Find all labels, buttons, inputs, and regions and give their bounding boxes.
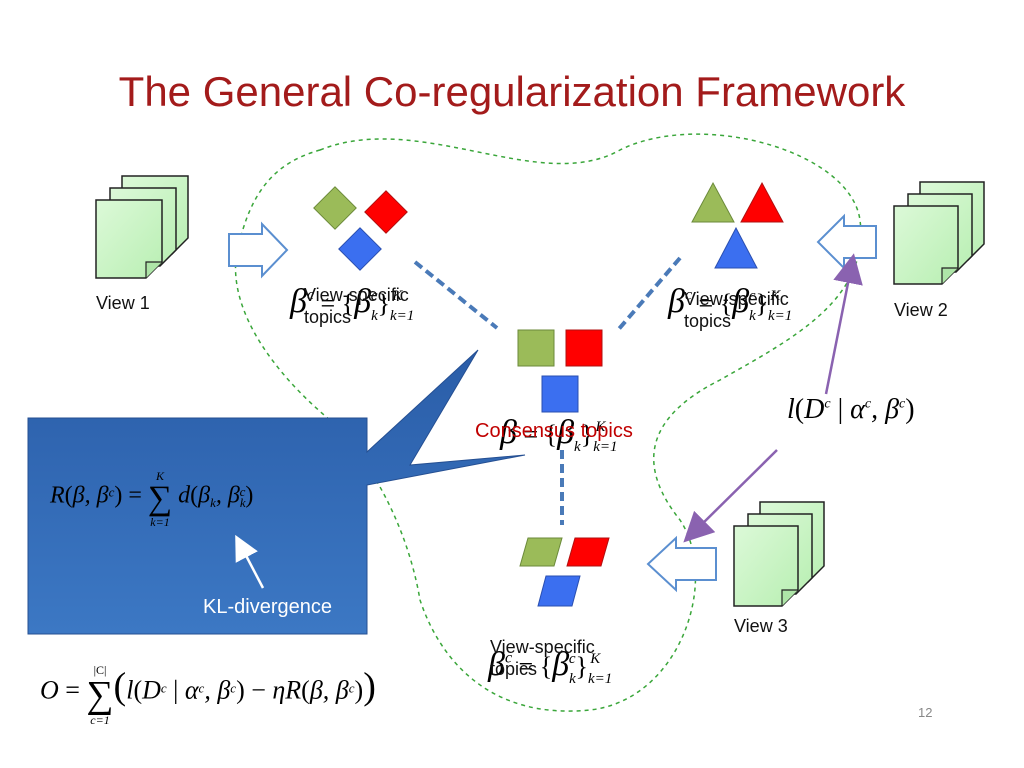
likelihood-equation: l(Dc | αc, βc)	[787, 394, 915, 425]
view3-topics-label: View-specific topics	[490, 637, 595, 679]
regularizer-callout	[27, 349, 526, 635]
likelihood-arrow-up	[824, 253, 863, 395]
view1-topic-shapes	[313, 186, 408, 271]
view1-label: View 1	[96, 293, 150, 313]
view3-label: View 3	[734, 616, 788, 636]
link-view1-consensus	[413, 260, 499, 330]
regularizer-equation: R(β, βc) = K∑k=1 d(βk, βkc)	[50, 469, 254, 529]
consensus-topics-label: Consensus topics	[475, 420, 633, 442]
view1-input-arrow	[228, 221, 289, 279]
likelihood-arrow-down	[683, 449, 778, 543]
view2-documents	[893, 181, 985, 285]
view1-beta-equation: βc = {βkc}k=1K	[290, 283, 415, 324]
view2-topic-shapes	[691, 181, 784, 269]
view2-input-arrow	[816, 213, 877, 271]
page-number: 12	[918, 705, 933, 720]
consensus-beta-equation: β = {βk}k=1K	[500, 414, 618, 455]
view2-topics-label: View-specific topics	[684, 289, 789, 331]
view2-beta-equation: βc = {βkc}k=1K	[668, 283, 793, 324]
view3-topic-shapes	[519, 537, 610, 607]
view2-label: View 2	[894, 300, 948, 320]
view3-input-arrow	[646, 535, 717, 593]
kl-divergence-arrow	[235, 534, 265, 589]
kl-divergence-label: KL-divergence	[203, 596, 332, 618]
consensus-topic-shapes	[517, 329, 603, 413]
view1-documents	[95, 175, 189, 279]
view3-beta-equation: βc = {βkc}k=1K	[488, 646, 613, 687]
view1-topics-label: View-specific topics	[304, 285, 409, 327]
objective-equation: O = |C|∑c=1(l(Dc | αc, βc) − ηR(β, βc))	[40, 663, 376, 727]
view3-documents	[733, 501, 825, 607]
slide-title: The General Co-regularization Framework	[118, 68, 906, 115]
link-view2-consensus	[616, 256, 682, 332]
